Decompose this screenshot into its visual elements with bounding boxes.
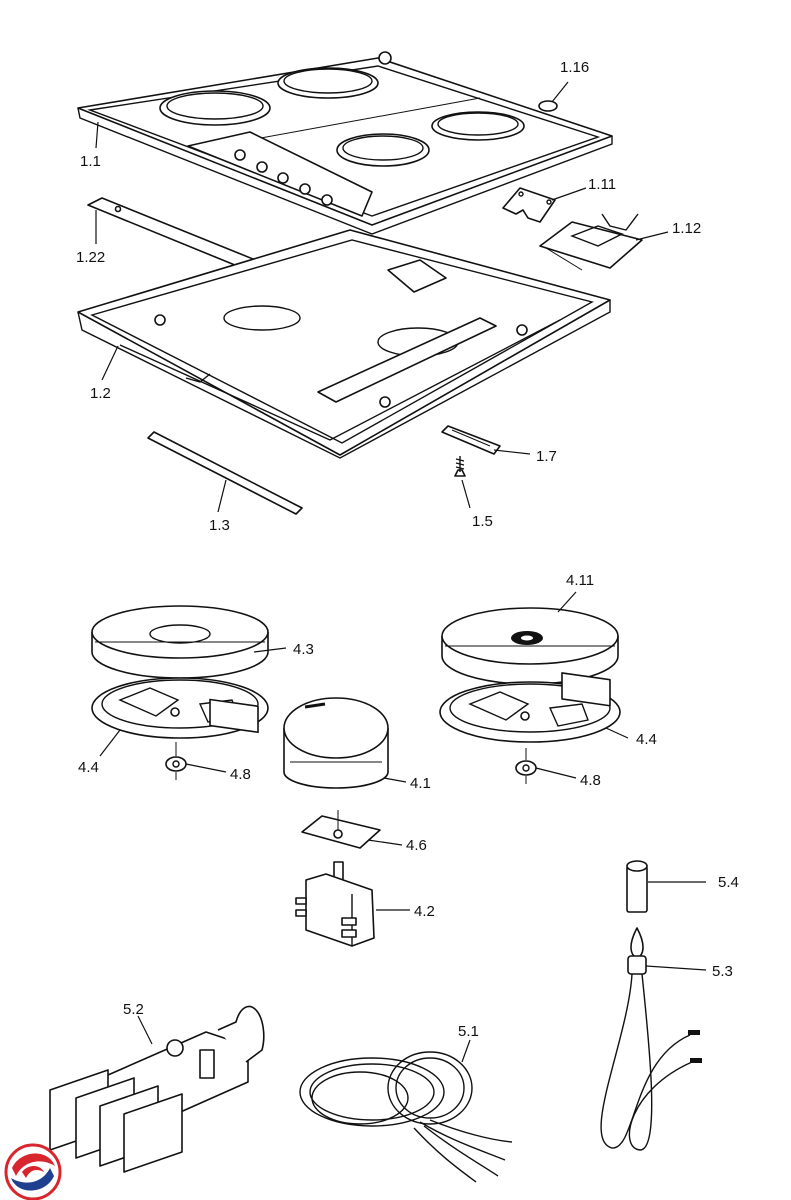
label-1-22: 1.22 <box>76 249 105 266</box>
label-5-1: 5.1 <box>458 1023 479 1040</box>
part-4-8-nut-left[interactable] <box>165 742 187 780</box>
swirl-logo-icon <box>4 1143 62 1200</box>
label-4-8-right: 4.8 <box>580 772 601 789</box>
part-4-4-drip-pan-left[interactable] <box>91 677 269 739</box>
part-1-5-screw[interactable] <box>454 456 466 477</box>
label-1-3: 1.3 <box>209 517 230 534</box>
part-1-7-clip[interactable] <box>441 425 501 455</box>
part-5-1-cable-loom[interactable] <box>299 1051 513 1183</box>
part-1-2-base-tray[interactable] <box>77 229 611 459</box>
part-4-1-control-knob[interactable] <box>283 697 389 789</box>
label-1-2: 1.2 <box>90 385 111 402</box>
label-5-3: 5.3 <box>712 963 733 980</box>
label-1-16: 1.16 <box>560 59 589 76</box>
part-1-3-rod[interactable] <box>147 431 303 515</box>
label-5-4: 5.4 <box>718 874 739 891</box>
part-1-11-bracket[interactable] <box>502 187 556 223</box>
label-1-1: 1.1 <box>80 153 101 170</box>
part-5-2-terminal-block[interactable] <box>49 1005 265 1173</box>
label-1-5: 1.5 <box>472 513 493 530</box>
label-4-11: 4.11 <box>566 572 594 589</box>
label-4-4-left: 4.4 <box>78 759 99 776</box>
label-4-6: 4.6 <box>406 837 427 854</box>
part-4-4-drip-pan-right[interactable] <box>439 672 621 743</box>
part-5-4-sleeve[interactable] <box>626 860 648 913</box>
label-1-7: 1.7 <box>536 448 557 465</box>
label-4-1: 4.1 <box>410 775 431 792</box>
part-1-12-mounting-bracket[interactable] <box>539 213 643 271</box>
leader-lines <box>95 81 707 1063</box>
part-1-1-hob-top-plate[interactable] <box>77 51 613 235</box>
part-4-11-hotplate[interactable] <box>441 607 619 685</box>
label-1-11: 1.11 <box>588 176 616 193</box>
label-5-2: 5.2 <box>123 1001 144 1018</box>
label-4-8-left: 4.8 <box>230 766 251 783</box>
label-4-3: 4.3 <box>293 641 314 658</box>
part-4-6-bezel-plate[interactable] <box>301 815 381 849</box>
part-1-16-plug[interactable] <box>538 100 558 112</box>
part-4-3-hotplate[interactable] <box>91 605 269 679</box>
label-4-4-right: 4.4 <box>636 731 657 748</box>
part-5-3-indicator-lamp[interactable] <box>600 927 702 1151</box>
part-4-2-energy-regulator[interactable] <box>295 810 375 947</box>
label-4-2: 4.2 <box>414 903 435 920</box>
part-labels: 1.16 1.1 1.11 1.12 1.22 1.2 1.7 1.5 1.3 … <box>76 59 739 1040</box>
part-4-8-nut-right[interactable] <box>515 748 537 784</box>
label-1-12: 1.12 <box>672 220 701 237</box>
